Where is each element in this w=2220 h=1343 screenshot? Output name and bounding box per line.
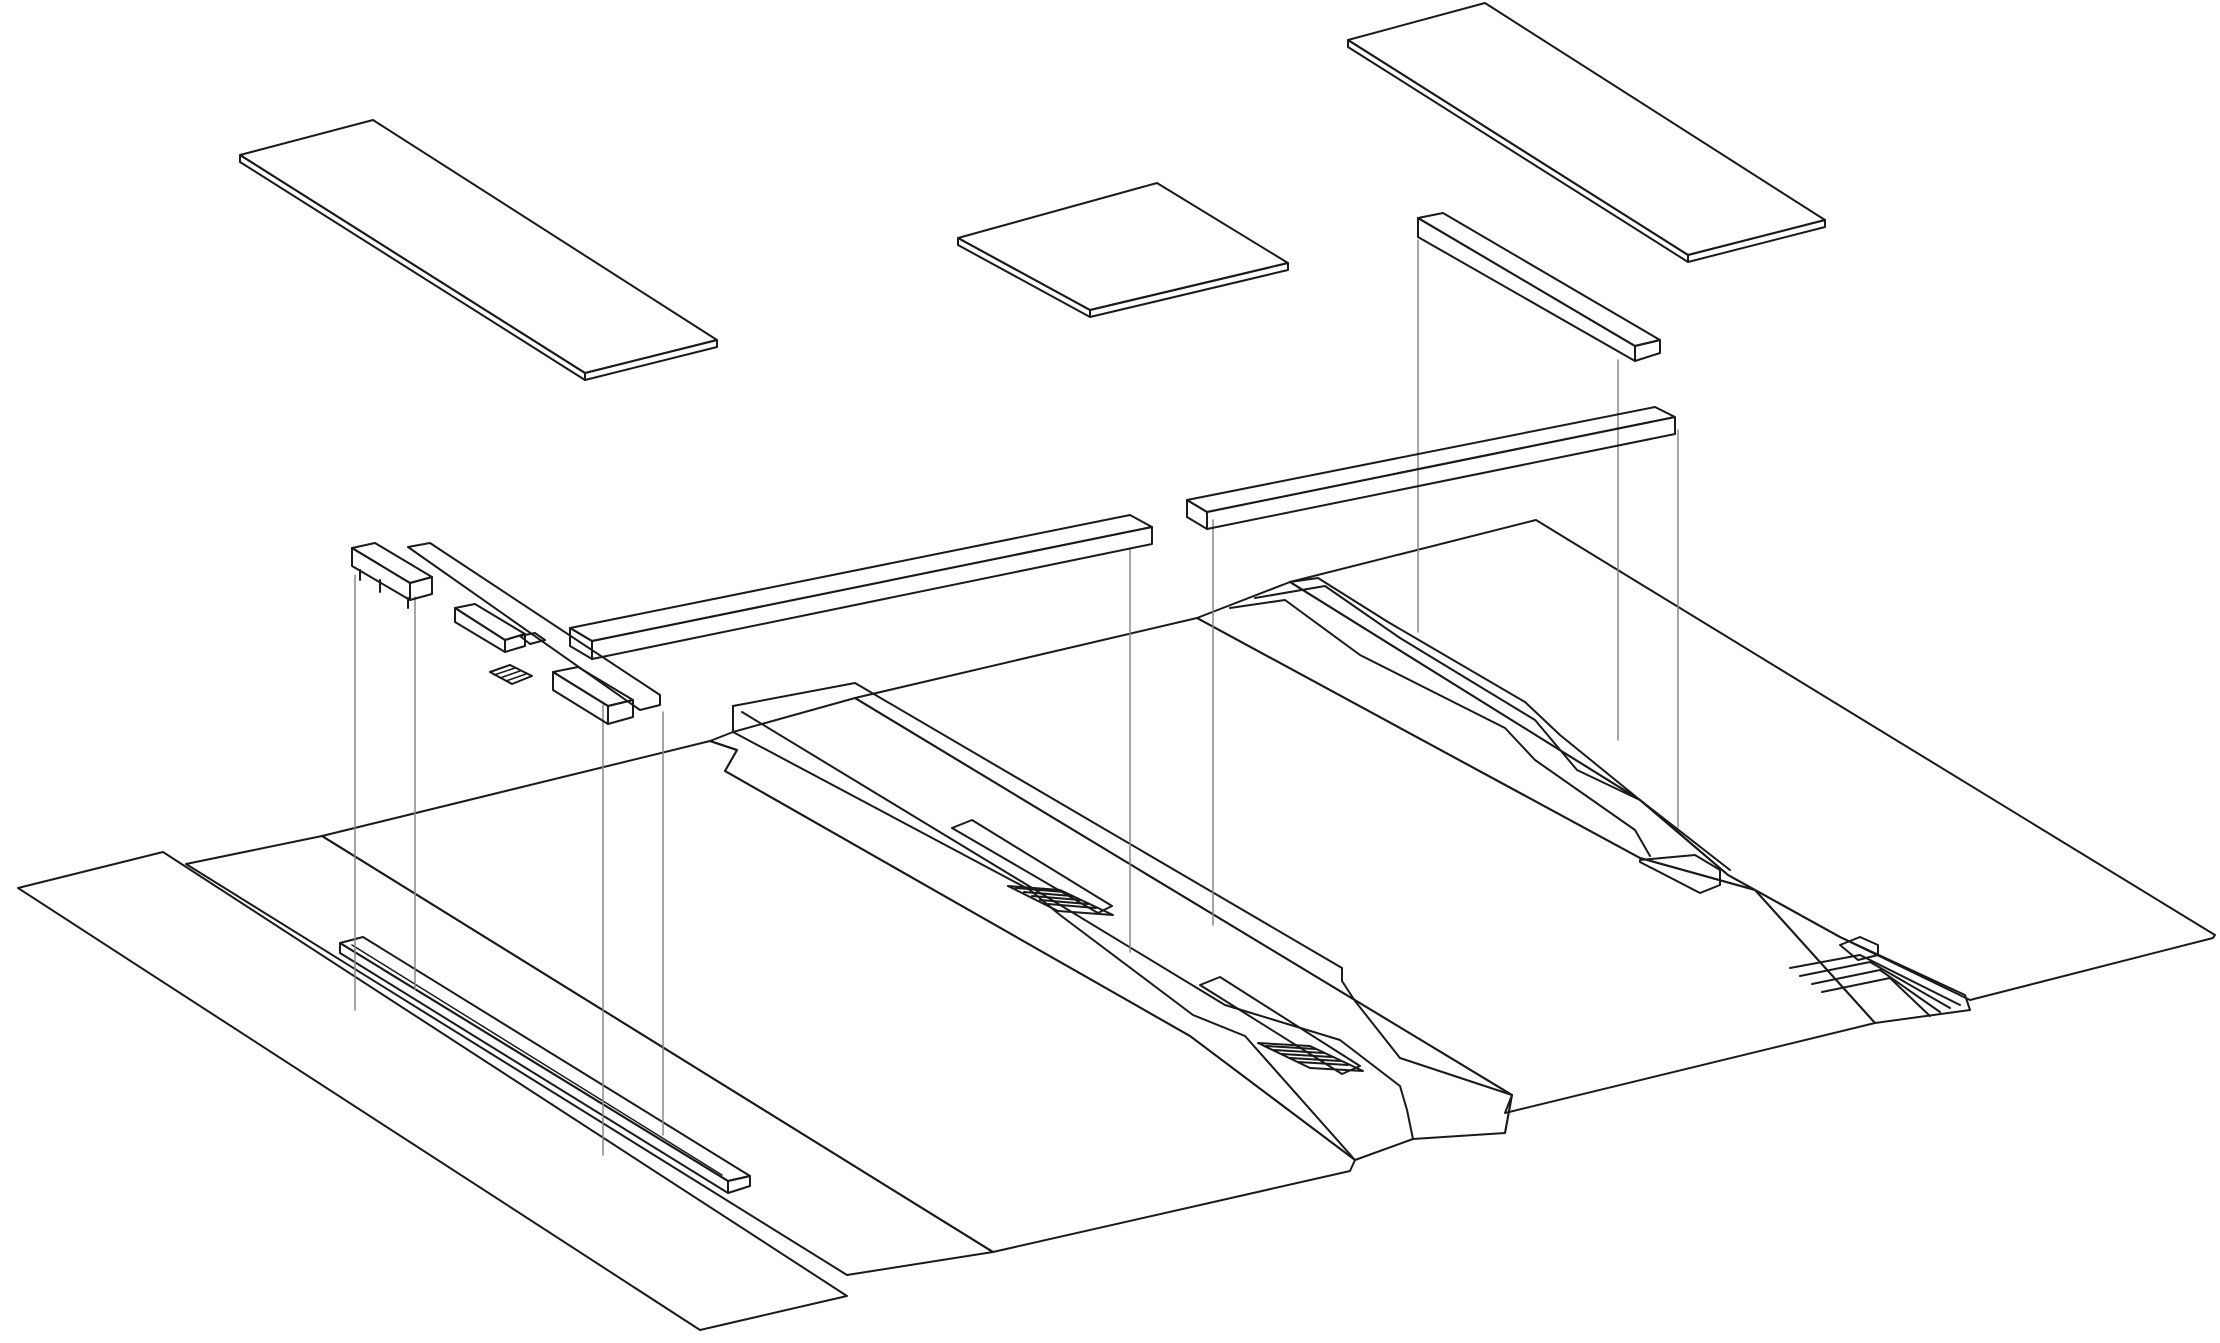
roof-slab-right [1347,2,1826,263]
central-island-edge [732,705,1414,1140]
roof-slabs [239,2,1826,381]
ground-right-steps [1789,954,1961,1017]
ground-right [1289,519,2216,1001]
pavilion-base-slab [407,542,661,711]
pavilion-cluster-left [351,542,661,725]
ground-left-bank [185,835,994,1276]
roof-slab-left [239,119,718,381]
island-stair-upper [951,819,1114,916]
canal-right [854,617,1876,1114]
ground-right-wall [1639,854,1721,894]
floating-beams [569,212,1676,660]
ground-level [17,519,2216,1331]
central-island-plinth [732,682,1513,1134]
roof-slab-center [957,182,1289,318]
ground-left [17,851,848,1331]
stepped-bank-contours [1229,577,1731,871]
floating-beam-upper-right [1417,212,1661,362]
floating-beam-middle-left [569,514,1153,660]
hanger-lines [354,239,1679,1156]
ground-right-corner-block [1839,936,1879,961]
island-stair-lower [1199,976,1364,1075]
central-island-step [732,731,1356,1161]
canal-left [321,740,1356,1253]
central-island [709,697,1513,1161]
floating-beam-middle-right [1186,406,1676,530]
